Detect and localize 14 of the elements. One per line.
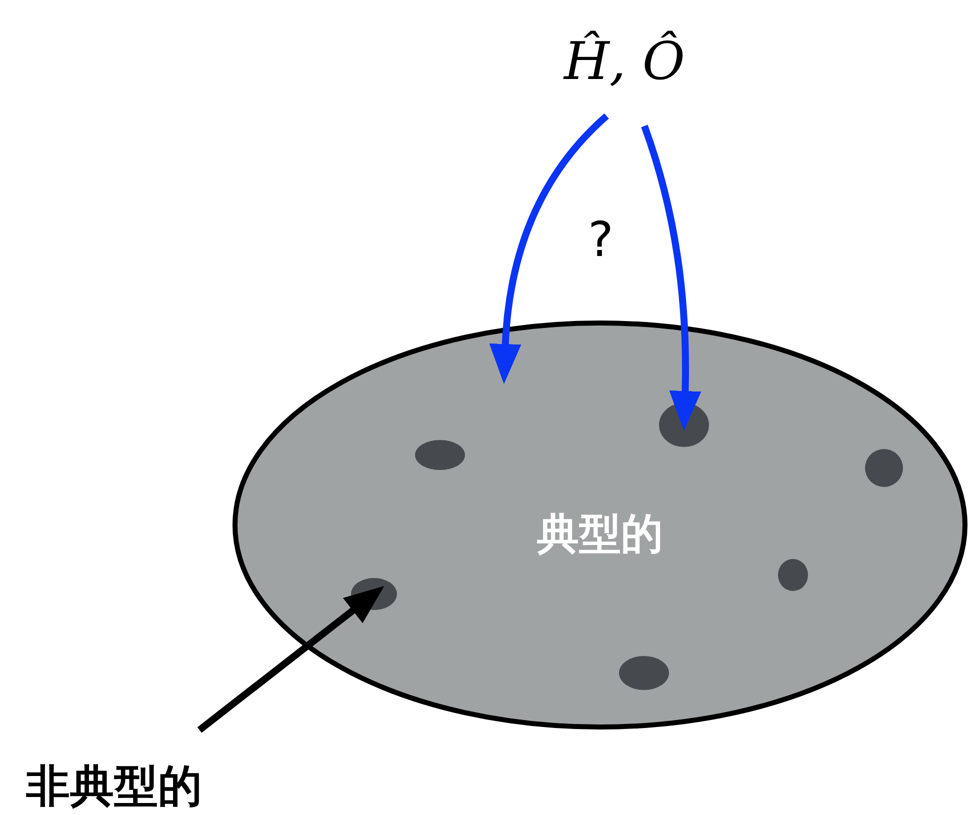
region-ellipse — [232, 320, 968, 730]
spot — [351, 578, 397, 610]
arrow — [489, 113, 609, 384]
spot — [619, 656, 669, 690]
arrow — [197, 586, 384, 733]
spot — [778, 559, 808, 591]
region-label: 典型的 — [536, 508, 664, 560]
spot — [659, 403, 709, 447]
arrow — [641, 124, 702, 431]
spot — [415, 440, 465, 470]
callout-label: 非典型的 — [26, 760, 202, 814]
spot — [865, 449, 903, 487]
question-mark-label: ? — [588, 212, 614, 268]
operator-symbols: Ĥ, Ô — [564, 32, 686, 92]
